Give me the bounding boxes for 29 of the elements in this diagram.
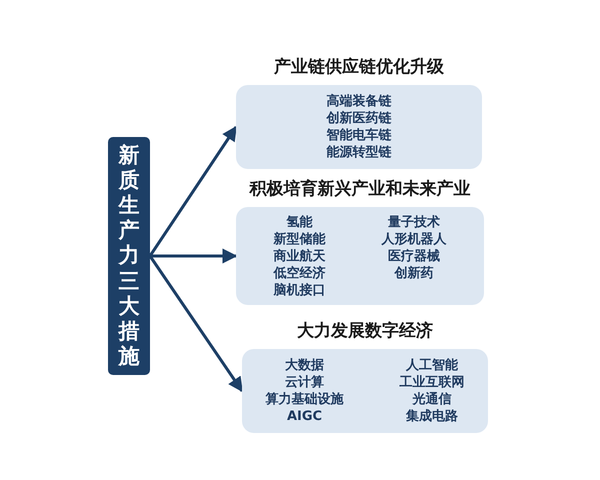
list-item: 算力基础设施 (266, 391, 344, 408)
list-item: 云计算 (284, 374, 325, 391)
panel-heading: 大力发展数字经济 (296, 320, 434, 342)
panel-heading: 积极培育新兴产业和未来产业 (248, 178, 472, 200)
arrow (150, 248, 238, 264)
list-item: 能源转型链 (326, 144, 392, 161)
list-item: 量子技术 (387, 214, 441, 230)
arrow (148, 126, 238, 257)
title-box (108, 137, 150, 375)
list-item: 集成电路 (404, 408, 459, 425)
list-item: 人形机器人 (382, 230, 446, 248)
list-item: 低空经济 (274, 264, 326, 282)
list-item: 智能电车链 (326, 127, 392, 144)
list-item: 光通信 (411, 391, 452, 408)
list-item: 商业航天 (274, 248, 326, 264)
list-item: 人工智能 (404, 357, 459, 374)
list-item: AIGC (286, 408, 324, 425)
arrow (148, 255, 244, 392)
list-item: 工业互联网 (400, 374, 464, 391)
vertical-title: 新质生产力三大措施 (118, 142, 140, 370)
list-item: 大数据 (284, 357, 325, 374)
panel-heading: 产业链供应链优化升级 (272, 56, 445, 78)
list-item: 医疗器械 (387, 248, 441, 264)
list-item: 新型储能 (274, 230, 326, 248)
list-item: 氢能 (285, 214, 314, 230)
list-item: 创新药 (393, 264, 434, 282)
list-item: 创新医药链 (326, 110, 392, 127)
list-item: 脑机接口 (274, 282, 326, 298)
list-item: 高端装备链 (326, 93, 392, 110)
